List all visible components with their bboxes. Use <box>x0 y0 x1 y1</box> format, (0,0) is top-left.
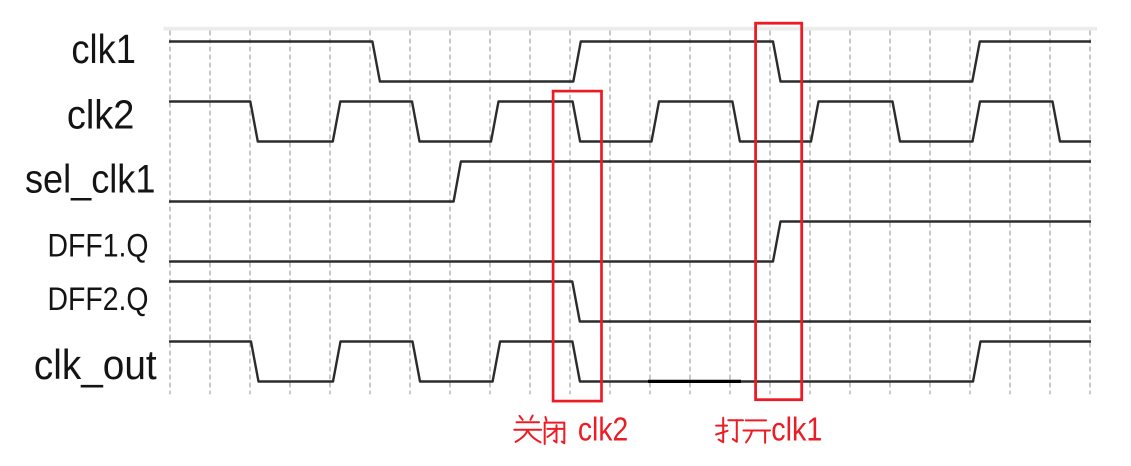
svg-text:sel_clk1: sel_clk1 <box>25 158 155 202</box>
svg-text:clk2: clk2 <box>67 92 134 138</box>
svg-text:clk1: clk1 <box>771 412 822 449</box>
svg-text:clk2: clk2 <box>578 412 628 449</box>
svg-text:DFF1.Q: DFF1.Q <box>48 228 149 264</box>
svg-text:clk_out: clk_out <box>34 341 157 388</box>
svg-text:DFF2.Q: DFF2.Q <box>48 281 149 317</box>
svg-text:clk1: clk1 <box>71 26 135 72</box>
